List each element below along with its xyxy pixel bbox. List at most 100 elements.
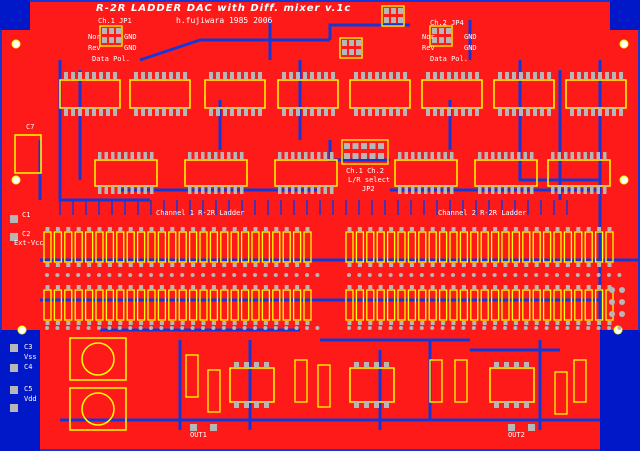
ic-pad (264, 362, 269, 368)
ic-pad (426, 108, 430, 116)
resistor-ladder-ch1-top (251, 231, 260, 263)
connector-pad (619, 299, 625, 305)
ic-pad (596, 152, 600, 160)
resistor-ladder-ch2-bottom (542, 289, 552, 321)
header-pin (398, 17, 403, 23)
via-pad (419, 273, 424, 277)
ic-pad (612, 72, 616, 80)
via-pad (347, 326, 351, 330)
via-pad (586, 273, 591, 277)
output-pad (190, 424, 197, 431)
ic-pad (223, 72, 227, 80)
ic-pad (201, 186, 205, 194)
resistor-ladder-ch2-bottom (376, 289, 385, 321)
resistor-ladder-ch1-top (43, 231, 52, 263)
via-pad (305, 326, 309, 330)
ic-pad (505, 72, 509, 80)
resistor-pad (597, 285, 602, 289)
resistor-pad (576, 263, 581, 267)
via-pad (555, 326, 559, 330)
ic-pad (258, 72, 262, 80)
ic-pad (354, 362, 359, 368)
via-pad (575, 273, 580, 277)
resistor-pad (55, 285, 60, 289)
ic-pad (310, 186, 314, 194)
resistor-pad (430, 285, 435, 289)
resistor-pad (607, 263, 612, 267)
resistor-pad (472, 263, 477, 267)
ic-pad (510, 186, 514, 194)
ic-pad (605, 72, 609, 80)
resistor-pad (128, 263, 133, 267)
gnd-left-2: GND (124, 44, 137, 52)
resistor-pad (389, 227, 394, 231)
header-pin (432, 28, 437, 34)
ic-pad (443, 152, 447, 160)
ic-pad (244, 362, 249, 368)
resistor-pad (586, 263, 591, 267)
resistor-pad (284, 263, 289, 267)
ic-pad (450, 186, 454, 194)
header-pin (116, 28, 121, 34)
resistor-ladder-ch1-top (188, 231, 198, 263)
resistor-pad (45, 285, 50, 289)
via-pad (399, 326, 403, 330)
resistor-pad (180, 285, 185, 289)
via-pad (534, 326, 539, 330)
resistor-ladder-ch2-bottom (532, 289, 541, 321)
ic-pad (251, 108, 255, 116)
via-pad (149, 326, 153, 330)
via-pad (221, 273, 226, 277)
header-pin (378, 153, 384, 159)
ic-pad (433, 72, 437, 80)
via-pad (503, 326, 507, 330)
resistor-pad (159, 227, 164, 231)
resistor-ladder-ch2-top (574, 231, 583, 263)
via-pad (138, 273, 143, 277)
ic-pad (598, 72, 602, 80)
ic-pad (227, 152, 231, 160)
connector-pad (10, 344, 18, 352)
resistor-pad (159, 285, 164, 289)
resistor-ladder-ch2-bottom (386, 289, 396, 321)
resistor-pad (597, 263, 602, 267)
via-pad (117, 326, 122, 330)
resistor-pad (472, 321, 477, 325)
resistor-pad (118, 285, 123, 289)
mounting-hole (11, 39, 21, 49)
header-pin (342, 40, 347, 46)
ic-pad (430, 152, 434, 160)
ic-pad (443, 186, 447, 194)
resistor-ladder-ch1-bottom (251, 289, 260, 321)
ic-pad (570, 108, 574, 116)
resistor-pad (149, 321, 154, 325)
resistor-ladder-ch1-top (157, 231, 167, 263)
resistor-pad (503, 263, 508, 267)
ic-pad (475, 72, 479, 80)
ic-pad (354, 402, 359, 408)
resistor-pad (97, 285, 102, 289)
ic-pad (411, 152, 415, 160)
ic-pad (375, 108, 379, 116)
ic-pad (233, 186, 237, 194)
resistor-ladder-ch2-top (345, 231, 354, 263)
resistor-pad (461, 285, 466, 289)
via-pad (138, 326, 143, 330)
ic-pad (530, 186, 534, 194)
via-pad (523, 326, 528, 330)
resistor-ladder-ch1-bottom (220, 289, 229, 321)
ic-pad (317, 152, 321, 160)
resistor-pad (493, 263, 498, 267)
resistor-pad (389, 321, 394, 325)
ic-pad (551, 186, 555, 194)
resistor-pad (409, 263, 414, 267)
resistor-ladder-ch1-top (53, 231, 63, 263)
gnd-right-2: GND (464, 44, 477, 52)
header-pin (446, 28, 451, 34)
out1-label: OUT1 (190, 431, 207, 439)
ic-pad (209, 72, 213, 80)
ic-pad (124, 186, 128, 194)
ic-pad (214, 152, 218, 160)
resistor-pad (284, 321, 289, 325)
